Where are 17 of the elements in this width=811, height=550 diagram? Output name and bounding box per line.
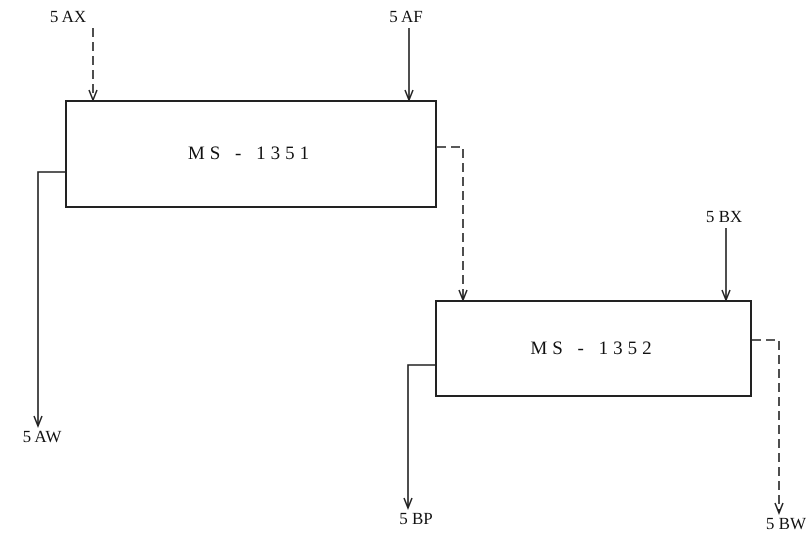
stream-label: 5 AX [38,6,98,28]
arrow [404,28,414,101]
dashed-arrow [88,28,98,101]
unit-box [65,100,437,208]
unit-box [435,300,752,397]
stream-label: 5 AF [376,6,436,28]
arrow [33,171,65,427]
arrow [403,364,435,509]
arrow [721,228,731,301]
unit-label: MS - 1352 [530,338,657,360]
stream-label: 5 BP [386,508,446,530]
stream-label: 5 BW [762,513,810,535]
dashed-arrow [437,146,468,301]
dashed-arrow [752,339,784,514]
unit-label: MS - 1351 [188,143,314,165]
stream-label: 5 AW [12,426,72,448]
stream-label: 5 BX [694,206,754,228]
